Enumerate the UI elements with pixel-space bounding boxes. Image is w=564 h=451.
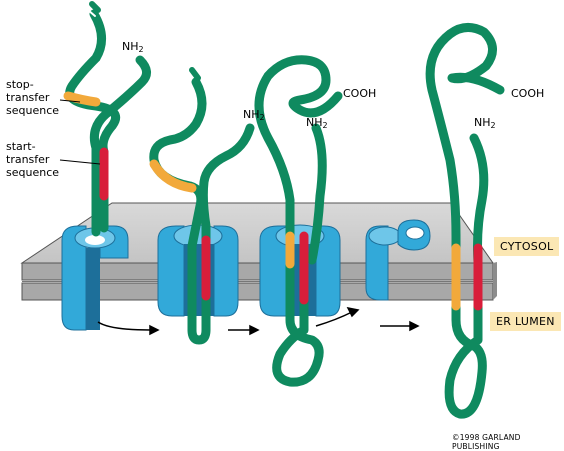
protein-chains: [63, 1, 505, 419]
nh2-label-stage-2: NH2: [243, 108, 265, 124]
copyright-notice: ©1998 GARLAND PUBLISHING: [452, 433, 521, 451]
translocon-stage-1: [61, 225, 129, 331]
nh2-subscript: 2: [259, 113, 265, 122]
start-transfer-line-1: start-: [6, 140, 36, 153]
nh2-subscript: 2: [138, 45, 144, 54]
cytosol-tag: CYTOSOL: [494, 237, 560, 256]
protein-chain-stage-1: [63, 1, 151, 237]
nh2-label-stage-1: NH2: [122, 40, 144, 56]
stop-transfer-line-3: sequence: [6, 104, 60, 117]
protein-chain-stage-2: [149, 67, 255, 345]
stop-transfer-line-2: transfer: [6, 91, 50, 104]
nh2-text: NH: [243, 108, 260, 121]
nh2-text: NH: [122, 40, 139, 53]
nh2-subscript: 2: [490, 121, 496, 130]
nh2-label-stage-3: NH2: [306, 116, 328, 132]
nh2-text: NH: [474, 116, 491, 129]
start-transfer-line-3: sequence: [6, 166, 60, 179]
er-lumen-tag: ER LUMEN: [490, 312, 561, 331]
cooh-label-stage-4: COOH: [511, 87, 545, 100]
protein-chain-stage-4: [425, 23, 505, 419]
nh2-label-stage-4: NH2: [474, 116, 496, 132]
process-arrows: [97, 306, 420, 336]
start-transfer-line-2: transfer: [6, 153, 50, 166]
label-leaders: [59, 99, 101, 165]
start-transfer-label: start- transfer sequence: [6, 140, 59, 179]
nh2-text: NH: [306, 116, 323, 129]
nh2-subscript: 2: [322, 121, 328, 130]
protein-chain-stage-3: [254, 55, 343, 387]
translocon-stage-4: [365, 219, 431, 301]
stop-transfer-line-1: stop-: [6, 78, 34, 91]
stop-transfer-label: stop- transfer sequence: [6, 78, 59, 117]
cooh-label-stage-3: COOH: [343, 87, 377, 100]
